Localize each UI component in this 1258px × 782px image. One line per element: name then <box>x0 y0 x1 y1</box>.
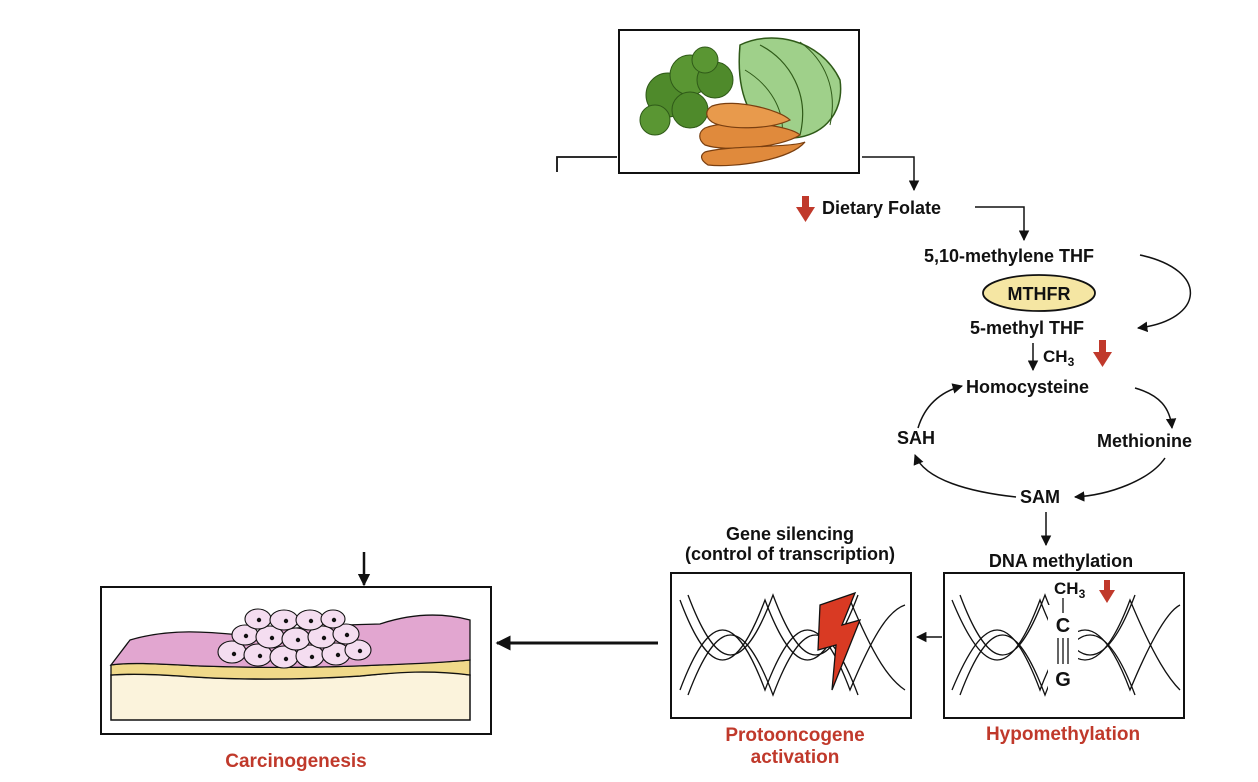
vegetables-image <box>618 29 860 174</box>
activation-label: activation <box>751 747 840 768</box>
sah-label: SAH <box>897 428 935 448</box>
lightning-icon <box>817 591 862 691</box>
folate-arrow <box>862 156 920 192</box>
sam-to-sah-arrow <box>913 454 1017 498</box>
mthfr-label: MTHFR <box>1008 284 1071 304</box>
homocysteine-label: Homocysteine <box>966 377 1089 397</box>
left-branch-line <box>556 156 617 172</box>
red-down-arrow-icon <box>796 196 815 222</box>
ch3-label: CH3 <box>1043 347 1075 369</box>
red-down-arrow-icon <box>1099 580 1115 603</box>
gene-silencing-label: Gene silencing <box>726 524 854 544</box>
red-down-arrow-icon <box>1093 340 1112 367</box>
cell-nuclei <box>231 617 363 662</box>
dna-methylation-label: DNA methylation <box>989 551 1133 571</box>
protooncogene-box <box>670 572 912 719</box>
carrots-icon <box>699 102 806 167</box>
methionine-label: Methionine <box>1097 431 1192 451</box>
sah-to-homocysteine-arrow <box>917 383 964 429</box>
thf-cycle-arrow <box>1136 254 1192 333</box>
homocysteine-to-methionine-arrow <box>1134 387 1177 430</box>
folate-to-thf-arrow <box>975 206 1030 242</box>
protooncogene-label: Protooncogene <box>725 725 864 746</box>
carcinogenesis-label: Carcinogenesis <box>225 751 367 772</box>
methionine-to-sam-arrow <box>1073 457 1166 502</box>
dietary-folate-label: Dietary Folate <box>822 198 941 218</box>
broccoli-icon <box>639 46 734 136</box>
base-g-label: G <box>1055 669 1071 691</box>
methylene-thf-label: 5,10-methylene THF <box>924 246 1094 266</box>
mthfr-enzyme <box>982 274 1096 312</box>
ch3-backdrop <box>1052 576 1094 598</box>
sam-label: SAM <box>1020 487 1060 507</box>
methyl-thf-label: 5-methyl THF <box>970 318 1084 338</box>
base-c-label: C <box>1056 615 1070 637</box>
transcription-control-label: (control of transcription) <box>685 544 895 564</box>
dna-ch3-label: CH3 <box>1054 579 1086 601</box>
hypomethylation-label: Hypomethylation <box>986 724 1140 745</box>
